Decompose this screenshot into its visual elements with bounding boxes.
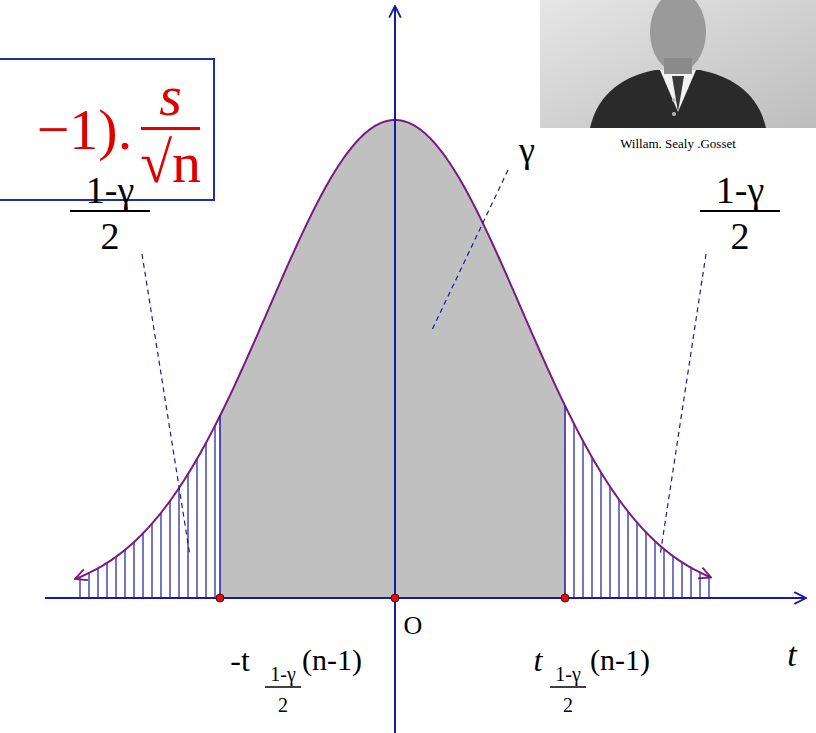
tail-hatch bbox=[663, 549, 664, 598]
tail-hatch bbox=[636, 522, 637, 598]
tail-hatch bbox=[618, 500, 619, 598]
fraction-bar bbox=[265, 686, 301, 688]
critical-value: -t bbox=[230, 644, 250, 676]
tail-hatch bbox=[699, 572, 700, 598]
formula-denominator: √n bbox=[140, 130, 201, 192]
fraction-bar bbox=[70, 210, 150, 212]
tail-hatch bbox=[79, 577, 80, 598]
tail-hatch bbox=[708, 577, 709, 598]
subscript-denominator: 2 bbox=[563, 695, 573, 715]
tail-hatch bbox=[582, 441, 583, 598]
subscript-denominator: 2 bbox=[278, 695, 288, 715]
critical-bound bbox=[564, 406, 566, 598]
critical-bound bbox=[219, 416, 221, 598]
tail-hatch bbox=[600, 472, 601, 598]
gamma-label: γ bbox=[519, 132, 535, 168]
axis-point bbox=[216, 594, 224, 602]
tail-hatch bbox=[609, 487, 610, 598]
origin-label: O bbox=[404, 613, 423, 639]
axis-label: t bbox=[787, 638, 796, 672]
tail-hatch bbox=[196, 459, 197, 598]
density-curve bbox=[75, 120, 711, 579]
photo-caption: Willam. Sealy .Gosset bbox=[620, 137, 736, 150]
tail-hatch bbox=[591, 457, 592, 598]
tail-hatch bbox=[681, 562, 682, 598]
tail-hatch bbox=[169, 501, 170, 598]
shaded-area bbox=[220, 120, 565, 598]
fraction-bar bbox=[700, 210, 780, 212]
leader-line bbox=[660, 254, 706, 556]
tail-hatch bbox=[573, 424, 574, 598]
formula-numerator: s bbox=[141, 67, 200, 130]
axis-point bbox=[561, 594, 569, 602]
tail-hatch bbox=[133, 542, 134, 598]
subscript-numerator: 1-γ bbox=[555, 664, 581, 684]
tail-hatch bbox=[88, 573, 89, 598]
vertical-axis bbox=[394, 6, 396, 733]
axis-point bbox=[391, 594, 399, 602]
tail-hatch bbox=[160, 513, 161, 598]
tail-denominator: 2 bbox=[731, 217, 750, 255]
subscript-numerator: 1-γ bbox=[270, 664, 296, 684]
fraction-bar bbox=[550, 686, 586, 688]
tail-hatch bbox=[205, 443, 206, 598]
critical-value: t bbox=[534, 644, 543, 676]
t-axis bbox=[45, 597, 806, 599]
formula-text: −1). bbox=[37, 101, 133, 159]
tail-hatch bbox=[151, 524, 152, 598]
tail-hatch bbox=[214, 426, 215, 598]
tail-hatch bbox=[672, 556, 673, 598]
tail-hatch bbox=[627, 512, 628, 598]
tail-hatch bbox=[97, 568, 98, 598]
tail-denominator: 2 bbox=[101, 217, 120, 255]
tail-hatch bbox=[142, 533, 143, 598]
tail-hatch bbox=[124, 550, 125, 598]
leader-line bbox=[142, 254, 190, 556]
degrees-of-freedom: (n-1) bbox=[590, 645, 650, 675]
portrait-photo bbox=[540, 0, 816, 128]
tail-hatch bbox=[187, 474, 188, 598]
tail-hatch bbox=[106, 563, 107, 598]
tail-hatch bbox=[690, 568, 691, 598]
tail-hatch bbox=[645, 532, 646, 598]
leader-line bbox=[432, 170, 508, 330]
tail-hatch bbox=[178, 488, 179, 598]
formula-fraction: s√n bbox=[140, 67, 201, 192]
tail-hatch bbox=[654, 541, 655, 598]
tail-numerator: 1-γ bbox=[86, 171, 134, 209]
tail-hatch bbox=[115, 557, 116, 598]
tail-numerator: 1-γ bbox=[716, 171, 764, 209]
degrees-of-freedom: (n-1) bbox=[302, 645, 362, 675]
